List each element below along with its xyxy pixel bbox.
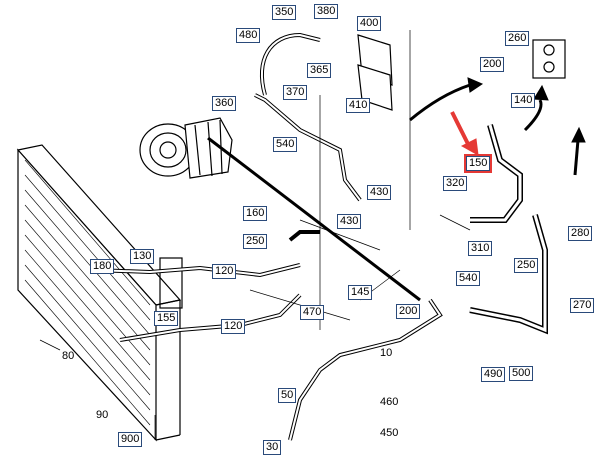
part-label-130[interactable]: 130 [130,249,155,264]
part-label-460[interactable]: 460 [380,396,399,408]
part-label-90[interactable]: 90 [96,409,109,421]
part-label-370[interactable]: 370 [283,85,308,100]
part-label-380[interactable]: 380 [314,4,339,19]
part-label-540-lower[interactable]: 540 [456,271,481,286]
part-label-250[interactable]: 250 [514,258,539,273]
part-label-180[interactable]: 180 [90,259,115,274]
part-label-200-lower[interactable]: 200 [396,304,421,319]
part-label-310[interactable]: 310 [468,241,493,256]
part-label-155[interactable]: 155 [154,311,179,326]
part-label-480[interactable]: 480 [236,28,261,43]
condenser-drawing [16,144,183,442]
part-label-900[interactable]: 900 [118,432,143,447]
part-label-145[interactable]: 145 [348,285,373,300]
part-label-350[interactable]: 350 [272,5,297,20]
part-label-120-lower[interactable]: 120 [221,319,246,334]
part-label-490[interactable]: 490 [481,367,506,382]
part-label-80[interactable]: 80 [62,350,75,362]
part-label-430-lower[interactable]: 430 [337,214,362,229]
part-label-10[interactable]: 10 [380,347,393,359]
part-label-200-upper[interactable]: 200 [480,57,505,72]
part-label-160[interactable]: 160 [243,206,268,221]
part-label-450[interactable]: 450 [380,427,399,439]
part-label-500[interactable]: 500 [509,366,534,381]
part-label-280[interactable]: 280 [568,226,593,241]
part-label-410[interactable]: 410 [346,98,371,113]
part-label-365[interactable]: 365 [307,63,332,78]
compressor-drawing [139,117,233,179]
part-label-260[interactable]: 260 [505,31,530,46]
part-label-400[interactable]: 400 [357,16,382,31]
part-label-470[interactable]: 470 [300,305,325,320]
part-label-540-upper[interactable]: 540 [273,137,298,152]
part-label-270[interactable]: 270 [570,298,595,313]
part-label-50[interactable]: 50 [278,388,297,403]
part-label-320[interactable]: 320 [443,176,468,191]
part-label-30[interactable]: 30 [263,440,282,455]
part-label-120-upper[interactable]: 120 [212,264,237,279]
part-label-150-highlighted[interactable]: 150 [463,154,493,173]
part-label-140[interactable]: 140 [511,93,536,108]
part-label-430-upper[interactable]: 430 [367,185,392,200]
part-label-360[interactable]: 360 [212,96,237,111]
part-label-250-alt[interactable]: 250 [243,234,268,249]
